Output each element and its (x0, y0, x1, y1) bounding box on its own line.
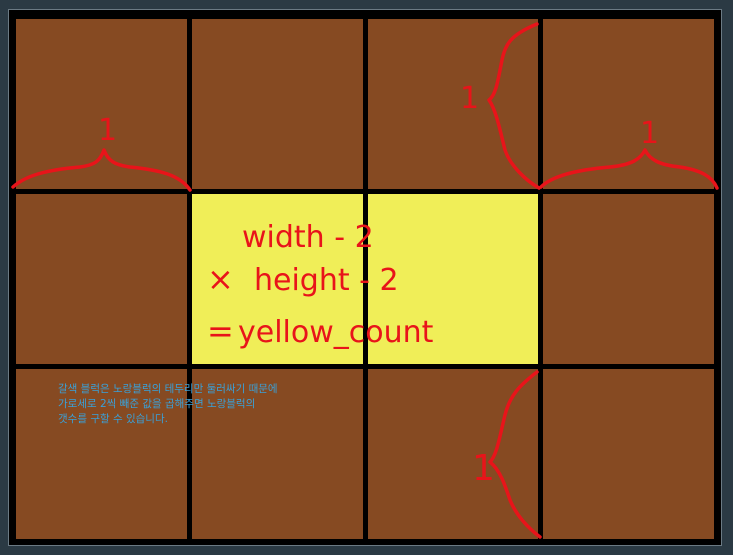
brace-top-left-label: 1 (98, 113, 117, 148)
note-line-3: 갯수를 구할 수 있습니다. (58, 413, 168, 425)
brown-cell (16, 19, 187, 189)
note-line-2: 가로세로 2씩 빼준 값을 곱해주면 노랑블럭의 (58, 398, 256, 410)
brown-cell (543, 194, 714, 364)
formula-line-1: width - 2 (242, 220, 374, 255)
formula-line-2: height - 2 (254, 263, 399, 298)
brown-cell (192, 369, 363, 539)
formula-line-2-operator: × (207, 260, 234, 298)
brown-cell (16, 194, 187, 364)
formula-line-3-operator: = (207, 312, 234, 350)
yellow-cell (192, 194, 363, 364)
brace-side-top (487, 22, 541, 190)
explanation-note: 갈색 블럭은 노랑블럭의 테두리만 둘러싸기 때문에 가로세로 2씩 빼준 값을… (58, 382, 358, 427)
brown-cell (368, 369, 538, 539)
brown-cell (16, 369, 187, 539)
note-line-1: 갈색 블럭은 노랑블럭의 테두리만 둘러싸기 때문에 (58, 383, 278, 395)
brace-top-left (11, 148, 192, 192)
brown-cell (192, 19, 363, 189)
brace-side-bottom-label: 1 (472, 448, 495, 489)
brace-top-right-label: 1 (640, 116, 659, 151)
yellow-cell (368, 194, 538, 364)
brace-side-top-label: 1 (460, 81, 479, 116)
brace-top-right (539, 148, 719, 190)
brown-cell (543, 369, 714, 539)
brace-side-bottom (488, 370, 542, 539)
formula-line-3: yellow_count (238, 315, 434, 350)
brown-cell (543, 19, 714, 189)
